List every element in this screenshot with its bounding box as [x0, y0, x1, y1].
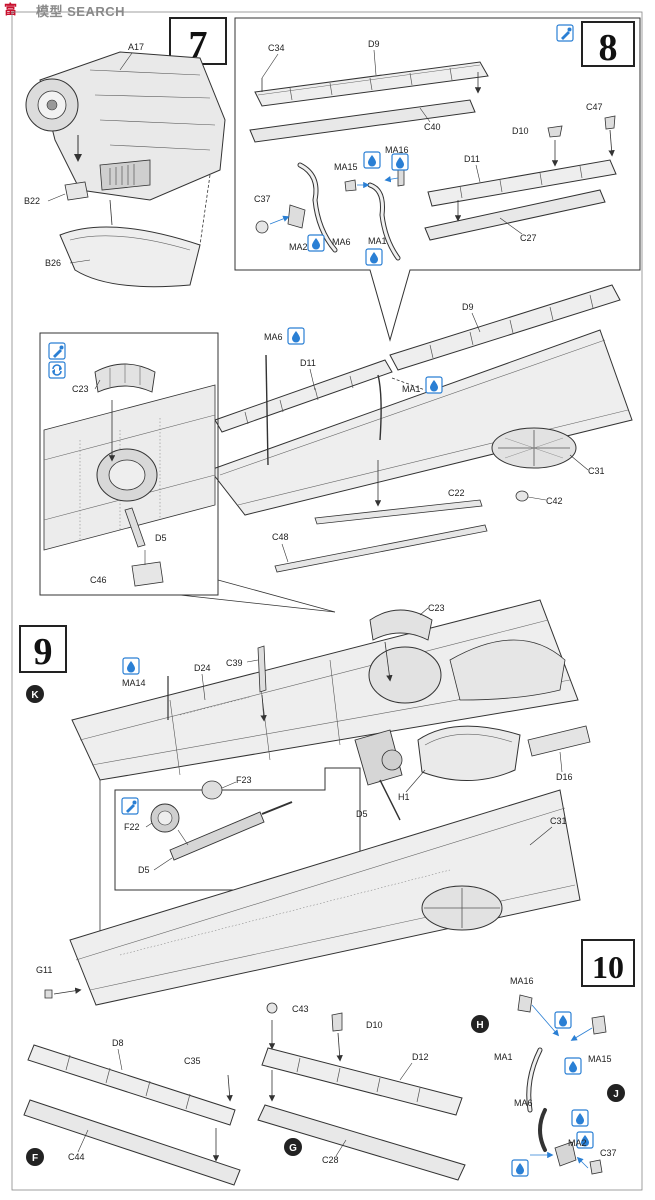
part-label-MA6-b: MA6 — [264, 332, 283, 342]
part-label-C37: C37 — [254, 194, 271, 204]
step-7-engine-assembly: A17 B22 B26 — [24, 17, 227, 288]
part-label-B22: B22 — [24, 196, 40, 206]
step-number-8: 8 — [599, 27, 618, 69]
part-label-C37-b: C37 — [600, 1148, 617, 1158]
part-label-C22: C22 — [448, 488, 465, 498]
part-label-C27: C27 — [520, 233, 537, 243]
site-logo: 富 — [4, 2, 18, 17]
part-label-C44: C44 — [68, 1152, 85, 1162]
part-label-MA16-b: MA16 — [510, 976, 534, 986]
marker-J: J — [613, 1089, 619, 1100]
part-label-C23: C23 — [72, 384, 89, 394]
step-number-10: 10 — [592, 949, 624, 985]
assembly-markers: K H J F G — [26, 685, 625, 1166]
marker-F: F — [32, 1153, 38, 1164]
part-label-MA2: MA2 — [289, 242, 308, 252]
page-border — [11, 11, 643, 1191]
part-label-MA15: MA15 — [334, 162, 358, 172]
part-label-C48: C48 — [272, 532, 289, 542]
part-label-B26: B26 — [45, 258, 61, 268]
part-label-C39: C39 — [226, 658, 243, 668]
part-label-MA1: MA1 — [368, 236, 387, 246]
upper-wing-assembly: MA6 D11 MA1 D9 C31 C22 C42 C48 — [209, 284, 633, 573]
part-label-D5-b: D5 — [356, 809, 368, 819]
part-label-MA16: MA16 — [385, 145, 409, 155]
watermark: 富 模型 SEARCH — [4, 2, 126, 19]
part-label-D9-b: D9 — [462, 302, 474, 312]
part-label-D11-b: D11 — [300, 358, 316, 368]
step-10-wing-details: C43 D10 D12 C28 D8 C35 C44 MA16 MA1 MA15 — [23, 939, 635, 1186]
part-label-C46: C46 — [90, 575, 107, 585]
step-number-7: 7 — [189, 24, 208, 66]
part-label-G11: G11 — [36, 965, 52, 975]
step-8-wing-parts: C34 D9 C40 C47 D10 MA15 MA16 D11 C37 MA2… — [234, 17, 641, 342]
part-label-MA6: MA6 — [332, 237, 351, 247]
part-label-D10-b: D10 — [366, 1020, 383, 1030]
part-label-H1: H1 — [398, 792, 410, 802]
part-label-D5: D5 — [155, 533, 167, 543]
step-10-box — [581, 939, 635, 987]
part-label-D10: D10 — [512, 126, 529, 136]
part-label-A17: A17 — [128, 42, 144, 52]
part-label-C40: C40 — [424, 122, 441, 132]
part-label-D5-gun: D5 — [138, 865, 150, 875]
part-label-D9: D9 — [368, 39, 380, 49]
step-9-box — [19, 625, 67, 673]
marker-G: G — [289, 1143, 297, 1154]
part-label-C47: C47 — [586, 102, 603, 112]
part-label-MA1-b: MA1 — [402, 384, 421, 394]
step-8-box — [581, 21, 635, 67]
part-label-C23-b: C23 — [428, 603, 445, 613]
part-label-MA14: MA14 — [122, 678, 146, 688]
part-label-D11: D11 — [464, 154, 480, 164]
part-label-MA6-c: MA6 — [514, 1098, 533, 1108]
part-label-MA15-b: MA15 — [588, 1054, 612, 1064]
part-label-C43: C43 — [292, 1004, 309, 1014]
marker-H: H — [476, 1020, 483, 1031]
part-label-C35: C35 — [184, 1056, 201, 1066]
part-label-MA2-b: MA2 — [568, 1138, 587, 1148]
part-label-F23: F23 — [236, 775, 252, 785]
part-label-D24: D24 — [194, 663, 211, 673]
part-label-D12: D12 — [412, 1052, 429, 1062]
part-label-C28: C28 — [322, 1155, 339, 1165]
step-9-wing-gun-assembly: F23 F22 D5 C23 C39 D24 MA14 H1 D5 D16 C3… — [19, 599, 591, 1006]
part-label-C31-b: C31 — [550, 816, 567, 826]
part-label-C42: C42 — [546, 496, 563, 506]
part-label-C34: C34 — [268, 43, 285, 53]
part-label-D16: D16 — [556, 772, 573, 782]
part-label-D8: D8 — [112, 1038, 124, 1048]
step-number-9: 9 — [34, 631, 53, 673]
step-numbers: 7 8 9 10 — [34, 24, 625, 985]
step-8-callout — [234, 17, 641, 342]
part-label-C31: C31 — [588, 466, 605, 476]
part-label-F22: F22 — [124, 822, 140, 832]
detail-inset-wheel-well: C23 D5 C46 — [39, 332, 336, 613]
marker-K: K — [31, 690, 39, 701]
part-label-MA1-c: MA1 — [494, 1052, 513, 1062]
site-name: 模型 SEARCH — [36, 3, 126, 19]
